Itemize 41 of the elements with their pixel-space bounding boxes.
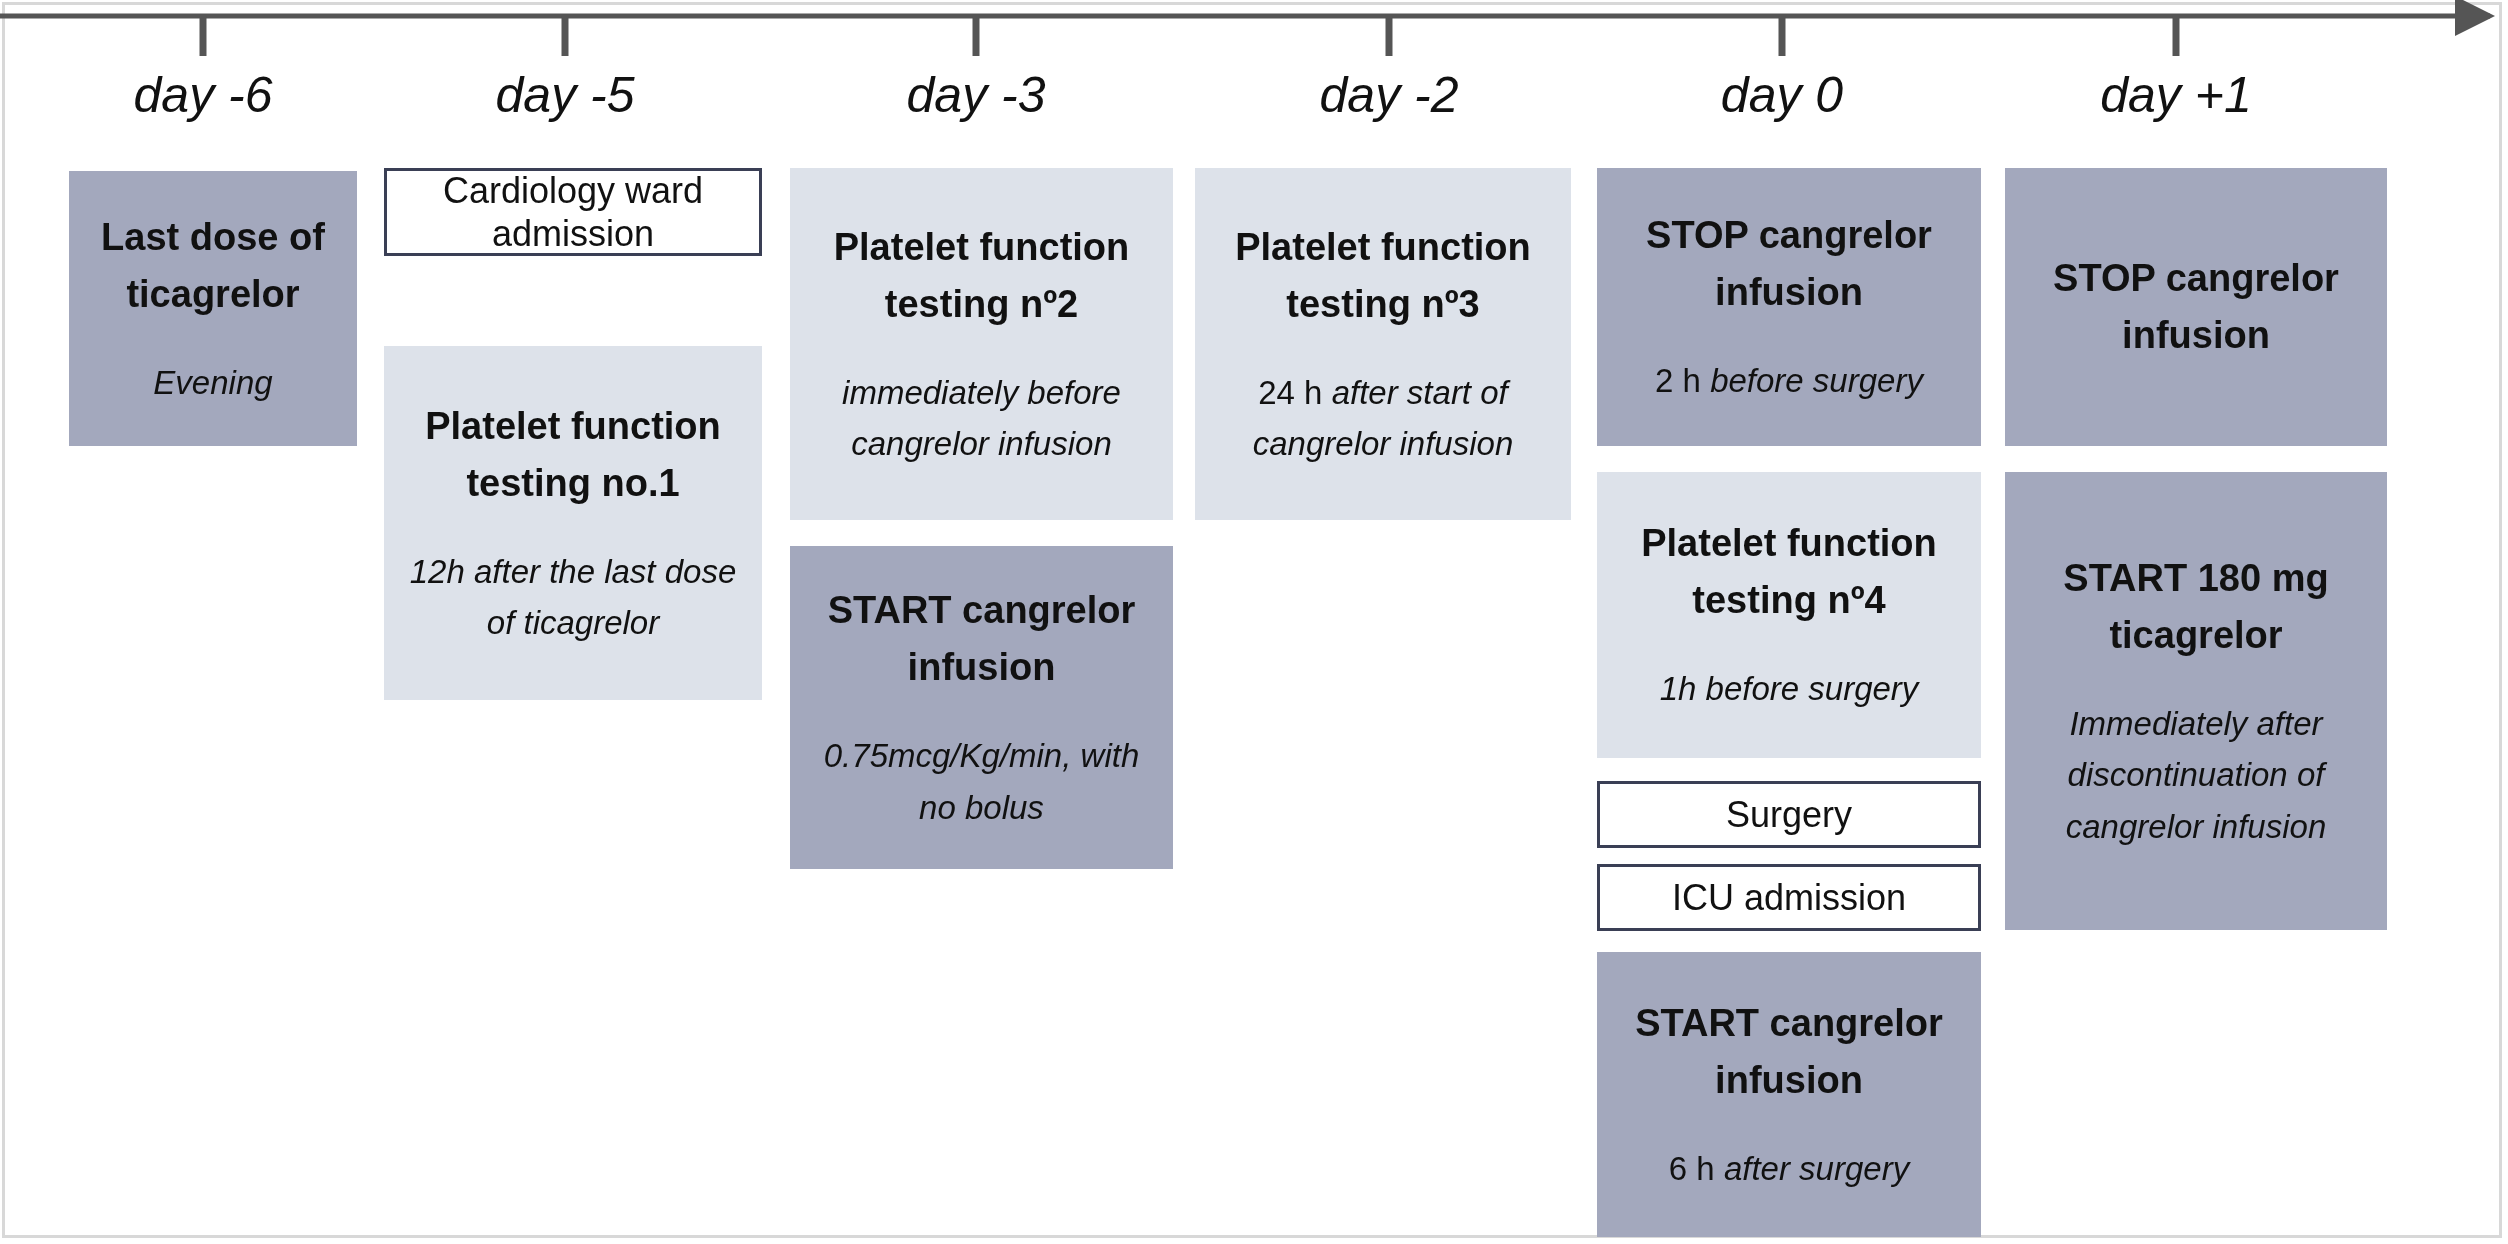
event-note: 1h before surgery	[1659, 669, 1919, 710]
event-heading: Platelet function testing nº2	[832, 224, 1131, 327]
event-heading: Last dose of ticagrelor	[100, 214, 326, 317]
event-heading: Platelet function testing nº4	[1640, 521, 1938, 624]
event-heading: STOP cangrelor infusion	[1645, 213, 1933, 316]
event-box-outlined	[1597, 864, 1981, 931]
event-box	[69, 171, 357, 446]
event-heading: START cangrelor infusion	[826, 588, 1137, 691]
event-box	[790, 168, 1173, 520]
event-box-outlined	[384, 168, 762, 256]
event-box	[1597, 472, 1981, 758]
day-label: day -2	[1318, 66, 1460, 124]
day-label: day +1	[2099, 66, 2253, 124]
day-label: day -5	[494, 66, 636, 124]
day-label: day -3	[905, 66, 1047, 124]
event-text: ICU admission	[1671, 875, 1907, 920]
event-heading: STOP cangrelor infusion	[2052, 256, 2340, 358]
event-note: Immediately after discontinuation of cangrelor infusion	[2064, 704, 2328, 847]
event-box	[790, 546, 1173, 869]
event-box	[2005, 472, 2387, 930]
event-box	[2005, 168, 2387, 446]
event-note: Evening	[153, 362, 273, 403]
event-note: 24 h after start of cangrelor infusion	[1251, 372, 1515, 464]
event-box	[1597, 952, 1981, 1237]
event-note: 6 h after surgery	[1668, 1148, 1910, 1189]
event-heading: START cangrelor infusion	[1634, 1000, 1944, 1103]
event-heading: START 180 mg ticagrelor	[2062, 556, 2330, 659]
event-note: 12h after the last dose of ticagrelor	[408, 551, 738, 643]
event-box	[1195, 168, 1571, 520]
day-label: day -6	[132, 66, 274, 124]
day-label: day 0	[1719, 66, 1845, 124]
event-heading: Platelet function testing no.1	[424, 403, 722, 506]
event-note: immediately before cangrelor infusion	[841, 372, 1122, 464]
event-box-outlined	[1597, 781, 1981, 848]
event-text: Cardiology ward admission	[441, 168, 705, 256]
event-box	[384, 346, 762, 700]
event-text: Surgery	[1725, 792, 1853, 837]
event-box	[1597, 168, 1981, 446]
event-heading: Platelet function testing nº3	[1234, 224, 1532, 327]
event-note: 2 h before surgery	[1655, 361, 1923, 402]
event-note: 0.75mcg/Kg/min, with no bolus	[822, 736, 1141, 828]
